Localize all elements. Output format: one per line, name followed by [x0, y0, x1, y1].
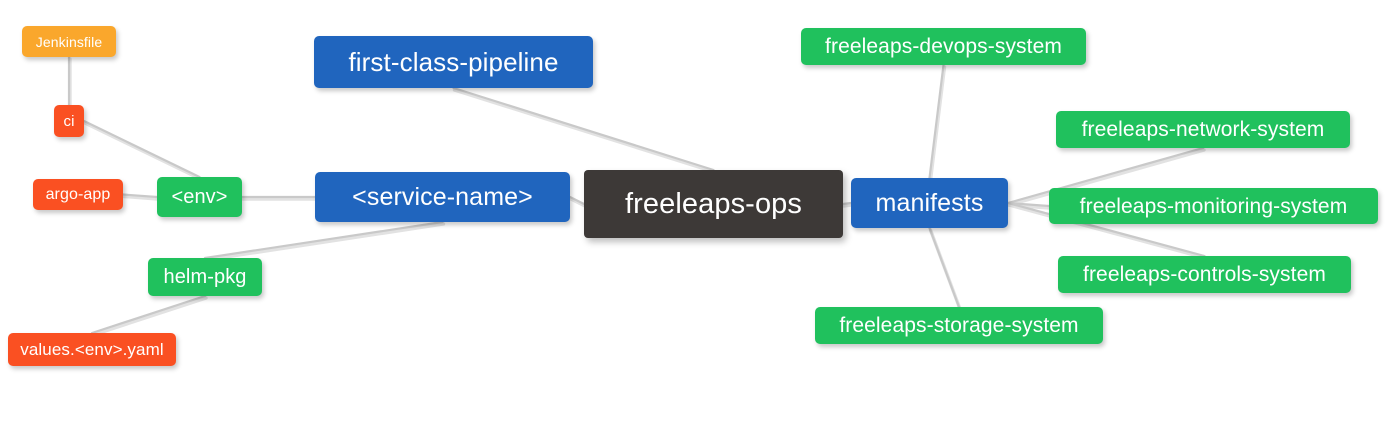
- edge-shadow-freeleaps-ops-to-service-name: [569, 197, 587, 208]
- edge-manifests-to-freeleaps-monitoring-system: [1006, 201, 1051, 208]
- edge-shadow-manifests-to-freeleaps-storage-system: [928, 228, 962, 311]
- node-freeleaps-storage-system[interactable]: freeleaps-storage-system: [815, 307, 1103, 344]
- node-values-env-yaml[interactable]: values.<env>.yaml: [8, 333, 176, 366]
- edge-manifests-to-freeleaps-devops-system: [928, 63, 945, 180]
- edge-env-to-argo-app: [121, 193, 159, 199]
- node-manifests[interactable]: manifests: [851, 178, 1008, 228]
- edge-service-name-to-helm-pkg: [203, 220, 444, 260]
- node-freeleaps-ops[interactable]: freeleaps-ops: [584, 170, 843, 238]
- node-ci[interactable]: ci: [54, 105, 84, 137]
- node-env[interactable]: <env>: [157, 177, 242, 217]
- edge-manifests-to-freeleaps-storage-system: [928, 226, 961, 309]
- edge-shadow-freeleaps-ops-to-first-class-pipeline: [452, 88, 717, 174]
- node-freeleaps-monitoring-system[interactable]: freeleaps-monitoring-system: [1049, 188, 1378, 224]
- node-service-name[interactable]: <service-name>: [315, 172, 570, 222]
- edge-shadow-env-to-argo-app: [122, 194, 160, 201]
- node-freeleaps-network-system[interactable]: freeleaps-network-system: [1056, 111, 1350, 148]
- edge-shadow-helm-pkg-to-values-env-yaml: [91, 296, 208, 337]
- edge-freeleaps-ops-to-manifests: [841, 201, 853, 206]
- node-jenkinsfile[interactable]: Jenkinsfile: [22, 26, 116, 57]
- edge-env-to-ci: [82, 119, 201, 179]
- edge-shadow-manifests-to-freeleaps-monitoring-system: [1007, 203, 1052, 210]
- edge-freeleaps-ops-to-first-class-pipeline: [452, 86, 715, 172]
- node-first-class-pipeline[interactable]: first-class-pipeline: [314, 36, 593, 88]
- node-argo-app[interactable]: argo-app: [33, 179, 123, 210]
- node-freeleaps-devops-system[interactable]: freeleaps-devops-system: [801, 28, 1086, 65]
- node-freeleaps-controls-system[interactable]: freeleaps-controls-system: [1058, 256, 1351, 293]
- edge-helm-pkg-to-values-env-yaml: [90, 294, 207, 335]
- edge-freeleaps-ops-to-service-name: [568, 195, 586, 206]
- edge-shadow-service-name-to-helm-pkg: [204, 222, 446, 262]
- node-helm-pkg[interactable]: helm-pkg: [148, 258, 262, 296]
- edge-shadow-manifests-to-freeleaps-devops-system: [928, 65, 947, 182]
- edge-shadow-env-to-ci: [83, 121, 203, 181]
